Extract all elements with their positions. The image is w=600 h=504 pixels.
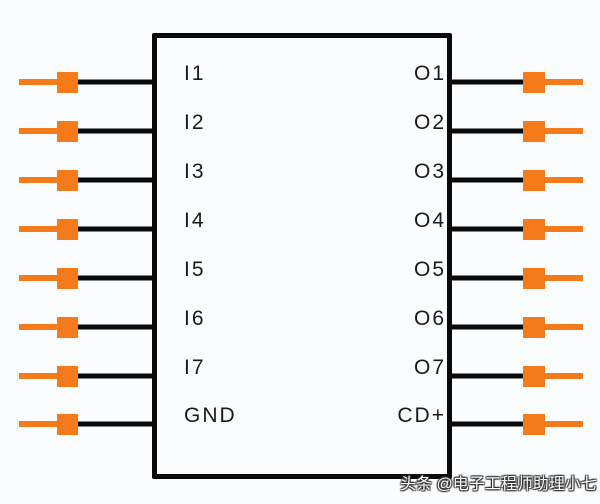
pin-label-right-8: CD+ — [397, 404, 446, 427]
pin-label-left-7: I7 — [184, 356, 206, 379]
pin-left-2 — [19, 121, 154, 142]
pin-right-4 — [446, 219, 583, 240]
pin-right-2 — [446, 121, 583, 142]
pin-left-8 — [19, 414, 154, 435]
pin-label-left-2: I2 — [184, 111, 206, 134]
pin-left-3 — [19, 170, 154, 191]
pin-label-right-3: O3 — [413, 160, 446, 183]
pin-label-left-1: I1 — [184, 62, 206, 85]
pin-label-left-8: GND — [184, 404, 237, 427]
pin-label-left-6: I6 — [184, 307, 206, 330]
pin-left-7 — [19, 366, 154, 387]
right-pin-group — [446, 72, 583, 435]
pin-left-6 — [19, 317, 154, 338]
pin-label-right-1: O1 — [413, 62, 446, 85]
pin-label-right-7: O7 — [413, 356, 446, 379]
pin-label-left-5: I5 — [184, 258, 206, 281]
pin-label-right-2: O2 — [413, 111, 446, 134]
pin-right-7 — [446, 366, 583, 387]
pin-right-8 — [446, 414, 583, 435]
pin-left-1 — [19, 72, 154, 93]
pin-right-1 — [446, 72, 583, 93]
ic-body — [152, 33, 452, 479]
pin-right-6 — [446, 317, 583, 338]
pin-label-right-6: O6 — [413, 307, 446, 330]
pin-left-4 — [19, 219, 154, 240]
left-pin-group — [19, 72, 154, 435]
watermark: 头条 @电子工程师助理小七 — [400, 476, 597, 493]
pin-label-right-4: O4 — [413, 209, 446, 232]
pin-label-left-4: I4 — [184, 209, 206, 232]
pin-label-right-5: O5 — [413, 258, 446, 281]
pin-label-left-3: I3 — [184, 160, 206, 183]
pin-left-5 — [19, 268, 154, 289]
pin-right-3 — [446, 170, 583, 191]
pin-right-5 — [446, 268, 583, 289]
